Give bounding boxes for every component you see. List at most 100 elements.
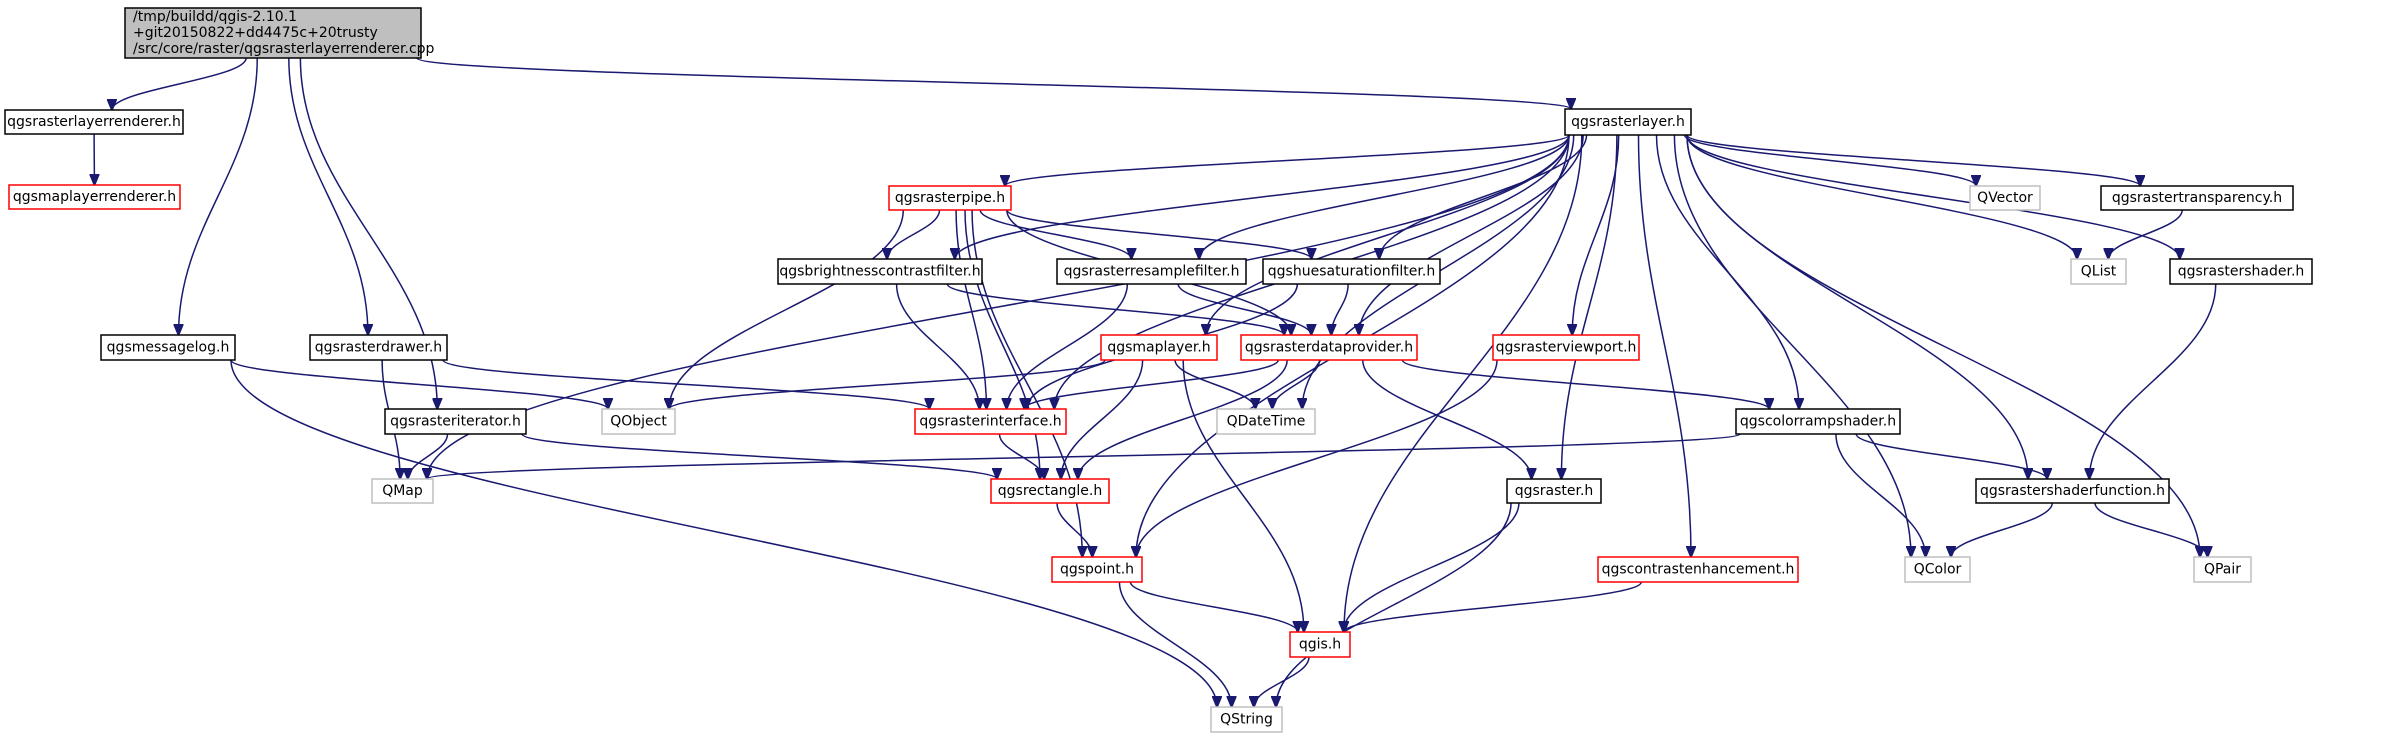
edge-qgsrasterlayer-h-to-qgsraster-h [1561,134,1618,479]
node-box [601,408,676,435]
node-label: qgsrastertransparency.h [2112,190,2282,206]
edge-qgsrasterpipe-h-to-qgsbrightnesscontrastfilter-h [887,209,941,259]
node-qlist[interactable]: QList [2070,258,2127,285]
node-label: QObject [610,414,667,430]
edge-qgsrasterlayer-h-to-qcolor [1673,134,1911,557]
node-qgshuesaturationfilter-h[interactable]: qgshuesaturationfilter.h [1262,258,1441,285]
edge-qgscolorrampshader-h-to-qgsrastershaderfunction-h [1855,433,2047,479]
edge-qgsrasterlayer-h-to-qgsrasterpipe-h [1005,134,1570,186]
node-qvector[interactable]: QVector [1969,185,2041,211]
edge-qgspoint-h-to-qgis-h [1129,581,1297,632]
node-box [888,185,1012,211]
node-label: qgsrasterdrawer.h [315,340,442,356]
edge-qgsrasteriterator-h-to-qmap [408,433,449,479]
edge-root-to-qgsrasterlayer-h [416,57,1571,109]
node-qgsrasterresamplefilter-h[interactable]: qgsrasterresamplefilter.h [1056,258,1247,285]
edge-root-to-qgsmessagelog-h [179,57,258,335]
edge-qgspoint-h-to-qstring [1118,581,1231,707]
node-box [2100,185,2294,211]
node-qgsrasterlayer-h[interactable]: qgsrasterlayer.h [1564,108,1692,136]
node-label: QMap [382,483,423,499]
edge-qgsrasterlayer-h-to-qgsrastershader-h [1686,134,2180,259]
node-qstring[interactable]: QString [1210,706,1283,733]
node-qgsraster-h[interactable]: qgsraster.h [1506,478,1602,504]
edge-qgsrasterlayer-h-to-qgsrasterdataprovider-h [1359,134,1584,335]
node-qgsrectangle-h[interactable]: qgsrectangle.h [990,478,1110,504]
node-box [2070,258,2127,285]
node-qgsrasterpipe-h[interactable]: qgsrasterpipe.h [888,185,1012,211]
edge-qgsrasteriterator-h-to-qgsrectangle-h [521,433,997,479]
node-box [4,109,184,135]
node-qgsmaplayer-h[interactable]: qgsmaplayer.h [1100,334,1218,361]
edge-qgsrasterresamplefilter-h-to-qgsrasterdataprovider-h [1177,283,1311,335]
node-qdatetime[interactable]: QDateTime [1216,408,1316,435]
node-qgsbrightnesscontrastfilter-h[interactable]: qgsbrightnesscontrastfilter.h [777,258,983,285]
node-box [1262,258,1441,285]
node-label: qgsrectangle.h [998,483,1102,499]
node-box [1056,258,1247,285]
node-label: qgscolorrampshader.h [1740,414,1896,430]
edge-root-to-qgsrasterdrawer-h [288,57,368,335]
node-label: qgsrasterpipe.h [895,190,1005,206]
node-box [1904,556,1971,583]
edge-qgsrastershaderfunction-h-to-qcolor [1951,502,2053,557]
edge-qgsraster-h-to-qgis-h [1343,502,1520,632]
node-qgsrastertransparency-h[interactable]: qgsrastertransparency.h [2100,185,2294,211]
node-qmap[interactable]: QMap [371,478,434,504]
edge-qgscolorrampshader-h-to-qcolor [1835,433,1926,557]
edge-qgsrasterlayer-h-to-qvector [1683,134,1976,186]
node-qgscontrastenhancement-h[interactable]: qgscontrastenhancement.h [1597,556,1799,583]
edge-qgsmaplayer-h-to-qgis-h [1182,359,1304,632]
edge-qgsrastershader-h-to-qgsrastershaderfunction-h [2089,283,2217,479]
node-qgis-h[interactable]: qgis.h [1289,631,1351,658]
node-qgsrastershader-h[interactable]: qgsrastershader.h [2169,258,2313,285]
node-box [1100,334,1218,361]
node-label: +git20150822+dd4475c+20trusty [133,25,378,41]
edge-qgsrectangle-h-to-qgspoint-h [1056,502,1092,557]
edge-qgsrasterlayer-h-to-qgscontrastenhancement-h [1637,134,1692,557]
edge-qgsmessagelog-h-to-qobject [230,359,608,409]
edge-qgsrasterlayer-h-to-qlist [1686,134,2077,259]
node-box [309,334,448,361]
node-qgsrasteriterator-h[interactable]: qgsrasteriterator.h [384,408,527,435]
node-qgsmaplayerrenderer-h[interactable]: qgsmaplayerrenderer.h [8,184,181,210]
edge-qgsrasterlayer-h-to-qgsmaplayer-h [1206,134,1570,335]
node-qpair[interactable]: QPair [2193,556,2252,583]
node-box [1735,408,1901,435]
node-label: qgsrastershaderfunction.h [1980,483,2165,499]
edge-qgsmaplayer-h-to-qdatetime [1174,359,1255,409]
node-box [1289,631,1351,658]
node-qgsrasterviewport-h[interactable]: qgsrasterviewport.h [1492,334,1640,361]
node-qgspoint-h[interactable]: qgspoint.h [1051,556,1143,583]
node-qgsrasterdrawer-h[interactable]: qgsrasterdrawer.h [309,334,448,361]
edge-qgsrasterdataprovider-h-to-qgscolorrampshader-h [1401,359,1769,409]
node-label: qgsmessagelog.h [107,340,230,356]
edge-qgscolorrampshader-h-to-qmap [427,433,1741,479]
node-box [1216,408,1316,435]
node-label: QVector [1977,190,2033,206]
node-label: qgsrasterlayer.h [1571,114,1685,130]
node-qgsrasterdataprovider-h[interactable]: qgsrasterdataprovider.h [1240,334,1418,361]
node-box [1506,478,1602,504]
node-label: qgsmaplayer.h [1107,340,1210,356]
node-label: QPair [2204,562,2241,578]
node-qgsrasterinterface-h[interactable]: qgsrasterinterface.h [914,408,1067,435]
node-qobject[interactable]: QObject [601,408,676,435]
edge-qgsrasterdataprovider-h-to-qgsrectangle-h [1078,359,1288,479]
edge-qgsrasterlayer-h-to-qpair [1686,134,2200,557]
node-label: qgsrasterresamplefilter.h [1064,264,1240,280]
node-qcolor[interactable]: QColor [1904,556,1971,583]
edge-qgsrasterinterface-h-to-qgsrectangle-h [998,433,1044,479]
node-qgsrastershaderfunction-h[interactable]: qgsrastershaderfunction.h [1975,478,2170,504]
node-box [990,478,1110,504]
edge-qgsrasterlayer-h-to-qgis-h [1344,134,1583,632]
node-qgsmessagelog-h[interactable]: qgsmessagelog.h [100,334,236,361]
node-qgscolorrampshader-h[interactable]: qgscolorrampshader.h [1735,408,1901,435]
edge-qgsraster-h-to-qstring [1276,502,1512,707]
node-label: QDateTime [1227,414,1306,430]
node-qgsrasterlayerrenderer-h[interactable]: qgsrasterlayerrenderer.h [4,109,184,135]
node-root[interactable]: /tmp/buildd/qgis-2.10.1+git20150822+dd44… [124,7,435,59]
node-label: qgsraster.h [1515,483,1594,499]
node-box [777,258,983,285]
